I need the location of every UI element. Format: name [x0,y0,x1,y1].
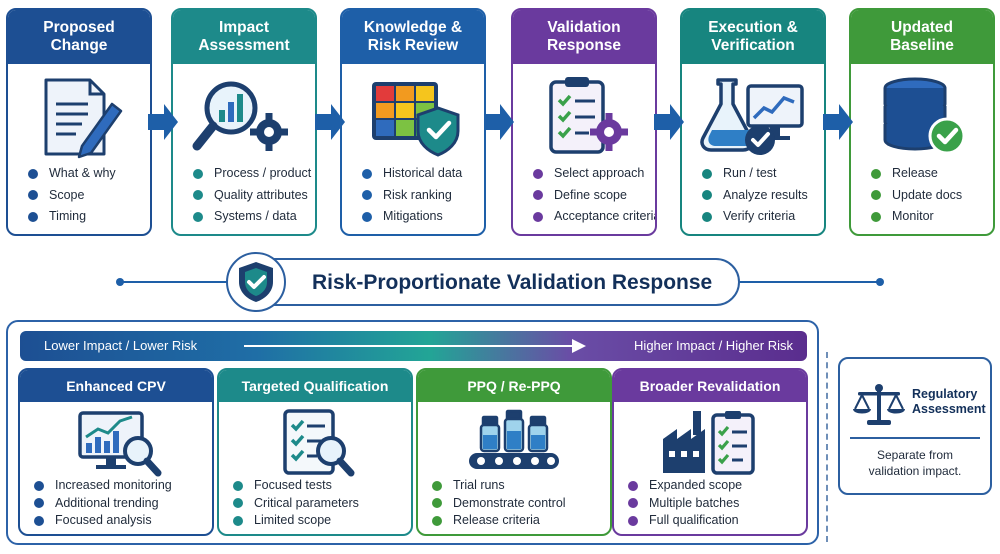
list-item: Process / product [193,163,311,185]
step-header: Knowledge &Risk Review [342,10,484,64]
scale-low-label: Lower Impact / Lower Risk [44,338,198,353]
response-card-broader-revalidation: Broader Revalidation Expanded scope Mult… [612,368,808,536]
list-item: Expanded scope [628,477,742,495]
list-item: Update docs [871,185,962,207]
response-header: Broader Revalidation [614,370,806,402]
list-item: Quality attributes [193,185,311,207]
list-item: Historical data [362,163,462,185]
list-item: Full qualification [628,512,742,530]
scale-arrow-icon [244,339,586,353]
list-item: Scope [28,185,116,207]
list-item: Run / test [702,163,808,185]
flow-arrow-icon [654,104,684,140]
list-item: Select approach [533,163,655,185]
step-card-knowledge-risk-review: Knowledge &Risk Review Historical data R… [340,8,486,236]
step-card-execution-verification: Execution &Verification Run / test Analy… [680,8,826,236]
scales-icon [852,383,906,432]
risk-matrix-shield-icon [342,72,484,162]
response-header: PPQ / Re-PPQ [418,370,610,402]
list-item: What & why [28,163,116,185]
flow-arrow-icon [315,104,345,140]
list-item: Critical parameters [233,495,359,513]
monitor-trend-icon [20,406,212,480]
clipboard-gear-icon [513,72,655,162]
response-items: Focused tests Critical parameters Limite… [233,477,359,530]
scale-high-label: Higher Impact / Higher Risk [634,338,793,353]
step-header: Execution &Verification [682,10,824,64]
flow-arrow-icon [484,104,514,140]
step-items: Process / product Quality attributes Sys… [193,163,311,228]
list-item: Limited scope [233,512,359,530]
list-item: Focused tests [233,477,359,495]
list-item: Increased monitoring [34,477,172,495]
list-item: Risk ranking [362,185,462,207]
list-item: Focused analysis [34,512,172,530]
list-item: Trial runs [432,477,566,495]
list-item: Monitor [871,206,962,228]
response-header: Enhanced CPV [20,370,212,402]
step-items: Historical data Risk ranking Mitigations [362,163,462,228]
list-item: Release [871,163,962,185]
list-item: Define scope [533,185,655,207]
list-item: Acceptance criteria [533,206,655,228]
list-item: Verify criteria [702,206,808,228]
section-banner: Risk-Proportionate Validation Response [232,258,740,306]
list-item: Systems / data [193,206,311,228]
list-item: Analyze results [702,185,808,207]
step-items: What & why Scope Timing [28,163,116,228]
document-pen-icon [8,72,150,162]
risk-scale-bar: Lower Impact / Lower Risk Higher Impact … [20,331,807,361]
response-card-targeted-qualification: Targeted Qualification Focused tests Cri… [217,368,413,536]
step-items: Release Update docs Monitor [871,163,962,228]
step-items: Select approach Define scope Acceptance … [533,163,655,228]
list-item: Timing [28,206,116,228]
list-item: Demonstrate control [432,495,566,513]
section-title: Risk-Proportionate Validation Response [312,271,713,294]
flow-arrow-icon [823,104,853,140]
database-check-icon [851,72,993,162]
response-items: Increased monitoring Additional trending… [34,477,172,530]
magnifier-gear-icon [173,72,315,162]
shield-check-icon [226,252,286,312]
vials-conveyor-icon [418,406,610,480]
list-item: Additional trending [34,495,172,513]
flow-arrow-icon [148,104,178,140]
factory-checklist-icon [614,406,806,480]
response-items: Trial runs Demonstrate control Release c… [432,477,566,530]
list-item: Mitigations [362,206,462,228]
response-card-ppq: PPQ / Re-PPQ Trial runs Demonstrate cont… [416,368,612,536]
regulatory-separator [850,437,980,439]
dashed-divider [826,352,828,542]
response-card-enhanced-cpv: Enhanced CPV Increased monitoring Additi… [18,368,214,536]
list-item: Release criteria [432,512,566,530]
step-items: Run / test Analyze results Verify criter… [702,163,808,228]
list-item: Multiple batches [628,495,742,513]
flask-monitor-icon [682,72,824,162]
response-header: Targeted Qualification [219,370,411,402]
checklist-magnifier-icon [219,406,411,480]
response-items: Expanded scope Multiple batches Full qua… [628,477,742,530]
